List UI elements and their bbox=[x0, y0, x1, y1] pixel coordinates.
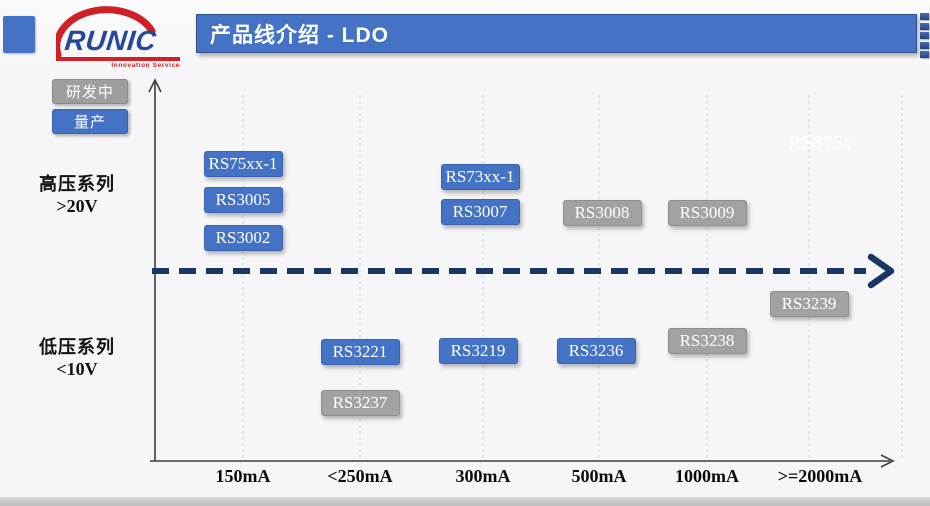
x-axis-label: 300mA bbox=[455, 466, 511, 486]
legend: 研发中量产 bbox=[52, 79, 128, 139]
slide-title-bar: 产品线介绍 - LDO bbox=[196, 14, 917, 53]
product-box-rs3239: RS3239 bbox=[769, 291, 849, 317]
logo-brand: RUNIC bbox=[63, 25, 158, 56]
product-box-rs3008: RS3008 bbox=[562, 200, 642, 226]
logo-underline bbox=[56, 57, 180, 61]
product-box-rs3005: RS3005 bbox=[203, 187, 283, 213]
page-title: 产品线介绍 - LDO bbox=[210, 23, 389, 47]
series-label-text: 高压系列 bbox=[39, 174, 115, 194]
stripe-decoration bbox=[920, 13, 929, 20]
product-box-rs3238: RS3238 bbox=[667, 328, 747, 354]
x-axis-label: >=2000mA bbox=[777, 466, 863, 486]
runic-logo: RUNIC Innovation Service bbox=[56, 5, 180, 69]
product-box-rs3219: RS3219 bbox=[438, 338, 518, 364]
series-label-high-voltage: 高压系列 >20V bbox=[12, 170, 142, 217]
stripe-decoration bbox=[920, 22, 929, 30]
product-box-rs3221: RS3221 bbox=[320, 339, 400, 365]
series-sublabel-text: <10V bbox=[56, 359, 98, 379]
stripe-decoration bbox=[920, 32, 929, 40]
x-axis-label: 150mA bbox=[215, 466, 271, 486]
divider-arrow-icon bbox=[867, 253, 895, 289]
series-label-text: 低压系列 bbox=[39, 337, 115, 357]
x-axis-arrow-icon bbox=[880, 454, 895, 468]
watermark-text: RS875x bbox=[788, 132, 853, 154]
product-box-rs3009: RS3009 bbox=[667, 200, 747, 226]
slide-bottom-edge bbox=[0, 497, 930, 506]
y-axis-arrow-icon bbox=[148, 78, 162, 93]
product-box-rs75xx-1: RS75xx-1 bbox=[203, 151, 283, 177]
series-sublabel-text: >20V bbox=[56, 196, 98, 216]
series-label-low-voltage: 低压系列 <10V bbox=[12, 333, 142, 380]
stripe-decoration bbox=[920, 41, 929, 49]
legend-development: 研发中 bbox=[52, 79, 128, 104]
title-side-stripes bbox=[920, 13, 929, 61]
logo-arc-icon bbox=[56, 6, 156, 59]
x-axis-label: 1000mA bbox=[675, 466, 739, 486]
product-box-rs3237: RS3237 bbox=[320, 390, 400, 416]
x-axis-label: 500mA bbox=[571, 466, 627, 486]
product-box-rs3007: RS3007 bbox=[440, 199, 520, 225]
product-box-rs3236: RS3236 bbox=[556, 338, 636, 364]
product-box-rs3002: RS3002 bbox=[203, 225, 283, 251]
x-axis-label: <250mA bbox=[327, 466, 393, 486]
product-box-rs73xx-1: RS73xx-1 bbox=[440, 164, 520, 190]
legend-production: 量产 bbox=[52, 109, 128, 134]
logo-tagline: Innovation Service bbox=[111, 62, 180, 69]
corner-decoration bbox=[3, 16, 35, 53]
stripe-decoration bbox=[920, 51, 929, 59]
